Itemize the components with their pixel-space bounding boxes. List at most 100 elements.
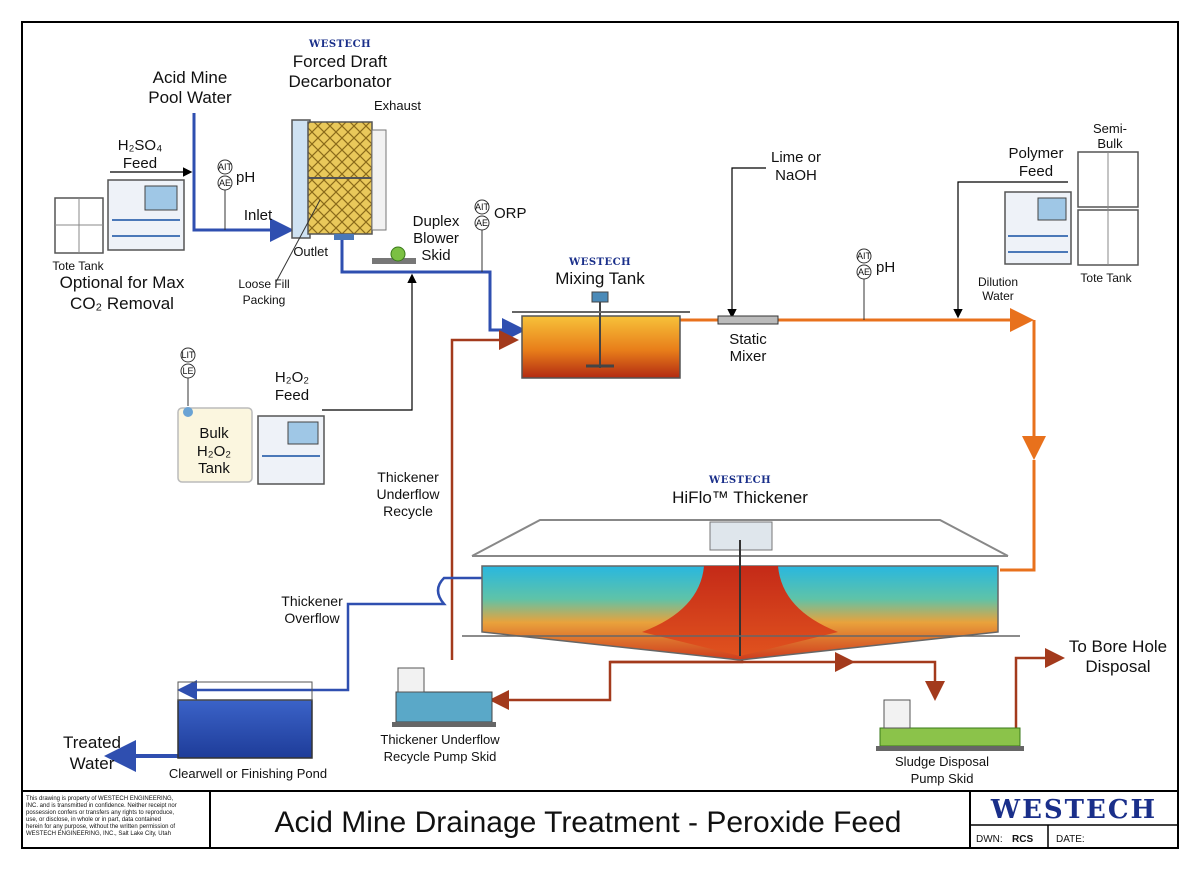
sludge-pump-suction-line (850, 660, 945, 701)
lime-label-2: NaOH (775, 167, 817, 184)
thickener-inlet-line (1000, 460, 1036, 572)
svg-text:AIT: AIT (857, 251, 872, 261)
semi-bulk-label-2: Bulk (1097, 136, 1123, 151)
instrument-orp: AIT AE ORP (474, 199, 527, 272)
h2so4-feed-label: Feed (123, 155, 157, 172)
duplex-label-1: Duplex (413, 213, 460, 230)
semi-bulk-label-1: Semi- (1093, 121, 1127, 136)
exhaust-label: Exhaust (374, 98, 421, 113)
dilution-label-1: Dilution (978, 275, 1018, 289)
decarb-label-2: Decarbonator (288, 72, 391, 91)
mixing-tank (512, 291, 690, 379)
h2so4-feed-skid (107, 179, 185, 251)
acid-mine-label-1: Acid Mine (153, 68, 228, 87)
thickener-logo: WESTECH (708, 475, 771, 486)
drawing-frame (21, 21, 1179, 849)
recycle-pump-label-2: Recycle Pump Skid (384, 749, 497, 764)
duplex-label-2: Blower (413, 230, 459, 247)
svg-text:AIT: AIT (475, 202, 490, 212)
dilution-label-2: Water (982, 289, 1014, 303)
ph-inlet-label: pH (236, 169, 255, 186)
lime-label-1: Lime or (771, 149, 821, 166)
polymer-label-1: Polymer (1008, 145, 1063, 162)
h2o2-feed-label: Feed (275, 387, 309, 404)
h2o2-feed-line (322, 273, 417, 411)
outlet-label: Outlet (293, 244, 328, 259)
forced-draft-decarbonator (291, 119, 387, 240)
polymer-feed-skid (1004, 191, 1072, 265)
bore-hole-label-1: To Bore Hole (1069, 637, 1167, 656)
polymer-label-2: Feed (1019, 163, 1053, 180)
static-mixer (717, 315, 779, 325)
hiflo-label: HiFlo™ Thickener (672, 488, 808, 507)
drawing-title: Acid Mine Drainage Treatment - Peroxide … (275, 806, 902, 839)
clearwell-label: Clearwell or Finishing Pond (169, 766, 327, 781)
clearwell-pond (177, 681, 313, 759)
instrument-ph-outlet: AIT AE pH (856, 248, 895, 320)
disclaimer-line-6: WESTECH ENGINEERING, INC., Salt Lake Cit… (26, 831, 171, 837)
h2o2-feed-skid (257, 415, 325, 485)
bulk-label-2: H₂O₂ (197, 443, 231, 460)
bulk-label-3: Tank (198, 460, 230, 477)
date-label: DATE: (1056, 834, 1085, 845)
bore-hole-line (1014, 648, 1065, 730)
decarb-logo: WESTECH (308, 39, 371, 50)
dwn-label: DWN: (976, 834, 1003, 845)
h2o2-label: H₂O₂ (275, 369, 309, 386)
overflow-label-2: Overflow (284, 610, 340, 626)
semi-bulk-tote-tank (1077, 151, 1139, 266)
overflow-label-1: Thickener (281, 593, 343, 609)
thickener-overflow-line (177, 576, 484, 700)
title-block: This drawing is property of WESTECH ENGI… (22, 790, 1178, 848)
orp-label: ORP (494, 205, 527, 222)
sludge-disposal-pump-skid (876, 699, 1024, 751)
treated-water-label-1: Treated (63, 733, 121, 752)
svg-text:AE: AE (858, 267, 870, 277)
sludge-pump-label-1: Sludge Disposal (895, 754, 989, 769)
polymer-feed-line (953, 181, 1068, 319)
disclaimer-line-3: possession confers or transfers any righ… (26, 810, 174, 816)
instrument-level: LIT LE (180, 347, 196, 406)
optional-label-1: Optional for Max (60, 273, 185, 292)
h2so4-label: H₂SO₄ (118, 137, 162, 154)
dwn-value: RCS (1012, 834, 1033, 845)
decarb-label-1: Forced Draft (293, 52, 388, 71)
tote-tank-label-right: Tote Tank (1080, 271, 1132, 285)
ph-outlet-label: pH (876, 259, 895, 276)
mixing-tank-logo: WESTECH (568, 257, 631, 268)
svg-text:AIT: AIT (218, 162, 233, 172)
loose-fill-label-1: Loose Fill (238, 277, 289, 291)
disclaimer-line-2: INC. and is transmitted in confidence. N… (26, 803, 177, 809)
underflow-recycle-line (450, 330, 519, 660)
underflow-to-recycle-pump-line (489, 660, 744, 710)
recycle-pump-label-1: Thickener Underflow (380, 732, 500, 747)
tote-tank-label-left: Tote Tank (52, 259, 104, 273)
disclaimer-line-4: use, or disclose, in whole or in part, d… (26, 817, 161, 823)
disclaimer-line-1: This drawing is property of WESTECH ENGI… (26, 796, 174, 802)
sludge-pump-label-2: Pump Skid (911, 771, 974, 786)
svg-text:AE: AE (219, 178, 231, 188)
title-block-logo: WESTECH (990, 795, 1157, 825)
lime-feed-line (727, 167, 766, 319)
recycle-label-3: Recycle (383, 503, 433, 519)
duplex-label-3: Skid (421, 247, 450, 264)
mixing-tank-label: Mixing Tank (555, 269, 645, 288)
hiflo-thickener (462, 519, 1020, 661)
underflow-recycle-pump-skid (392, 667, 496, 727)
static-mixer-label-1: Static (729, 331, 767, 348)
tote-tank-h2so4 (54, 197, 104, 254)
duplex-blower-skid (372, 246, 416, 264)
svg-text:AE: AE (476, 218, 488, 228)
disclaimer-line-5: herein for any purpose, without the writ… (26, 824, 175, 830)
recycle-label-1: Thickener (377, 469, 439, 485)
bore-hole-label-2: Disposal (1085, 657, 1150, 676)
treated-water-label-2: Water (70, 754, 115, 773)
loose-fill-label-2: Packing (243, 293, 286, 307)
recycle-label-2: Underflow (376, 486, 440, 502)
bulk-label-1: Bulk (199, 425, 229, 442)
acid-mine-label-2: Pool Water (148, 88, 232, 107)
svg-text:LE: LE (182, 366, 193, 376)
inlet-label: Inlet (244, 207, 273, 224)
loose-fill-leader (275, 199, 321, 283)
